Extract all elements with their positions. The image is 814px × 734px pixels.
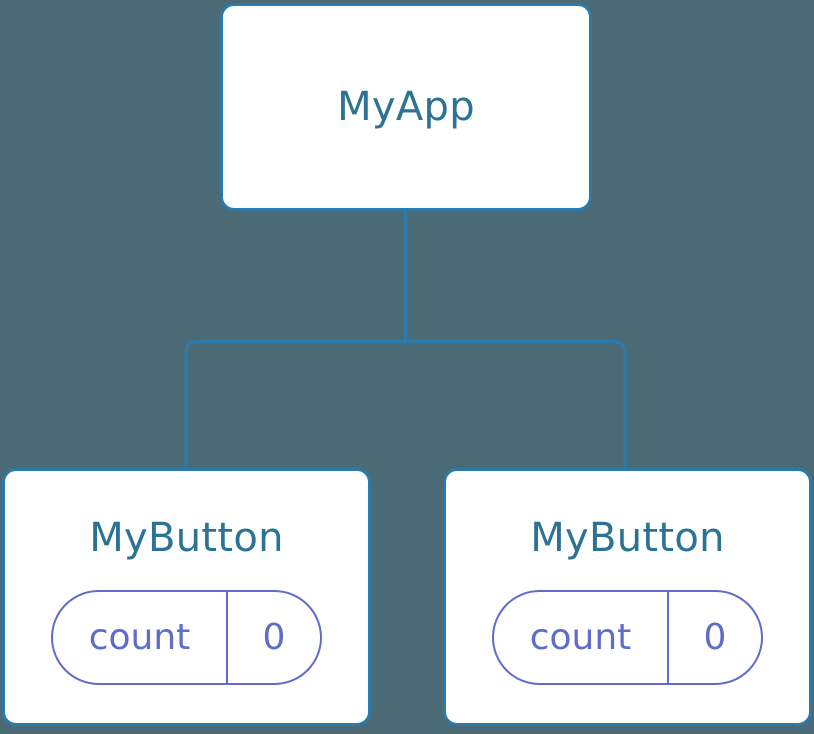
state-pill-right[interactable]: count 0 — [492, 590, 763, 685]
node-content: MyButton count 0 — [5, 471, 368, 723]
node-mybutton-right[interactable]: MyButton count 0 — [443, 468, 812, 726]
state-value-cell: 0 — [669, 592, 761, 683]
state-value-cell: 0 — [228, 592, 320, 683]
state-key-cell: count — [53, 592, 228, 683]
state-key-label: count — [529, 616, 632, 658]
edge-to-mybutton-right — [405, 340, 627, 470]
state-value-label: 0 — [262, 616, 286, 658]
node-mybutton-left[interactable]: MyButton count 0 — [2, 468, 371, 726]
state-pill-left[interactable]: count 0 — [51, 590, 322, 685]
edge-to-mybutton-left — [184, 340, 406, 470]
state-key-cell: count — [494, 592, 669, 683]
node-mybutton-right-label: MyButton — [530, 515, 725, 561]
node-content: MyButton count 0 — [446, 471, 809, 723]
state-value-label: 0 — [703, 616, 727, 658]
state-key-label: count — [88, 616, 191, 658]
node-myapp-label: MyApp — [337, 84, 475, 130]
node-mybutton-left-label: MyButton — [89, 515, 284, 561]
node-myapp[interactable]: MyApp — [220, 3, 592, 211]
